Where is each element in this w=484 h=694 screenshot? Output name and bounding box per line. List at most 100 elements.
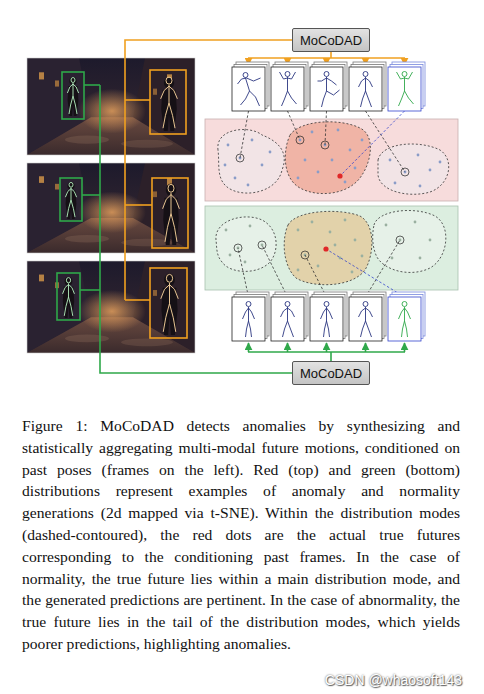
true-future-dot: [337, 173, 342, 178]
sample-dot: [351, 271, 354, 274]
green-wire: [330, 352, 332, 361]
green-wire: [82, 194, 100, 196]
pose-skeleton: [67, 78, 78, 115]
sample-dot: [429, 239, 432, 242]
sample-dot: [311, 221, 314, 224]
pose-skeleton: [65, 182, 76, 217]
green-wire: [80, 289, 100, 291]
pose-skeleton: [359, 302, 373, 338]
video-frame: [27, 163, 195, 253]
pose-card: [310, 297, 343, 341]
video-frame: [27, 58, 195, 155]
sample-dot: [385, 224, 388, 227]
sample-dot: [261, 164, 264, 167]
video-frame: [27, 58, 195, 155]
pose-skeleton: [359, 72, 373, 108]
sample-dot: [317, 171, 320, 174]
person-silhouette: [68, 77, 79, 116]
sample-dot: [334, 244, 337, 247]
pose-skeleton: [238, 72, 414, 338]
sample-dot: [419, 257, 422, 260]
pose-skeleton: [280, 72, 297, 107]
sample-dot: [329, 231, 332, 234]
sample-dot: [251, 139, 254, 142]
anomaly-band: [285, 122, 370, 194]
orange-wire: [125, 40, 405, 300]
embedding-link: [340, 111, 405, 176]
bounding-box: [57, 273, 80, 320]
video-frame: [27, 261, 195, 353]
anomaly-band: [218, 130, 284, 194]
model-box: MoCoDAD: [292, 28, 370, 52]
sample-dot: [389, 159, 392, 162]
pose-skeleton: [318, 72, 340, 108]
pose-skeleton: [161, 77, 178, 128]
person-silhouette: [63, 277, 74, 318]
sample-dot: [247, 184, 250, 187]
model-name: MoCoDAD: [300, 366, 362, 381]
orange-wire: [125, 204, 152, 206]
sample-dot: [361, 139, 364, 142]
sample-dot: [344, 219, 347, 222]
selected-sample: [236, 154, 244, 162]
green-wire: [365, 343, 367, 352]
sample-dot: [391, 257, 394, 260]
anomaly-band: [378, 144, 449, 194]
video-frame: [27, 58, 195, 353]
anomaly-band: [205, 119, 458, 201]
pose-card: [349, 297, 382, 341]
pose-card: [271, 67, 304, 111]
model-name: MoCoDAD: [300, 33, 362, 48]
embedding-link: [238, 111, 405, 297]
embedding-link: [305, 255, 327, 297]
anomaly-band: [284, 211, 372, 284]
sample-dot: [234, 177, 237, 180]
selected-sample: [301, 251, 309, 259]
model-box: MoCoDAD: [292, 361, 370, 385]
pose-card: [388, 67, 421, 111]
selected-sample: [234, 244, 242, 252]
orange-wire: [125, 99, 150, 101]
pose-card: [388, 297, 421, 341]
person-silhouette: [161, 77, 177, 131]
pose-skeleton: [321, 302, 333, 338]
green-wire: [248, 343, 250, 352]
pose-skeleton: [163, 184, 180, 241]
person-silhouette: [161, 274, 177, 335]
pose-card: [232, 297, 265, 341]
pose-skeleton: [161, 274, 179, 331]
person-silhouette: [163, 184, 179, 245]
green-wire: [84, 84, 100, 86]
person-silhouette: [66, 182, 77, 219]
sample-dot: [317, 265, 320, 268]
sample-dot: [394, 182, 397, 185]
pose-skeleton: [243, 302, 255, 338]
embedding-link: [262, 245, 288, 297]
pose-card: [232, 62, 425, 341]
embedding-link: [325, 111, 327, 145]
bounding-box: [60, 178, 82, 221]
sample-dot: [297, 229, 300, 232]
sample-dot: [344, 181, 347, 184]
sample-dot: [225, 219, 432, 274]
green-wire: [326, 343, 328, 352]
embedding-link: [288, 111, 301, 140]
bounding-box: [152, 178, 188, 248]
selected-sample: [396, 236, 404, 244]
selected-sample: [321, 141, 329, 149]
watermark: CSDN @whaosoft143: [325, 672, 462, 688]
sample-dot: [304, 159, 307, 162]
sample-dot: [224, 164, 227, 167]
sample-dot: [311, 131, 314, 134]
bounding-box: [150, 70, 186, 134]
sample-dot: [439, 161, 442, 164]
green-wire: [404, 343, 406, 352]
pose-skeleton: [238, 73, 261, 107]
anomaly-band: [205, 119, 458, 201]
sample-dot: [337, 129, 340, 132]
anomaly-band: [373, 210, 446, 272]
embedding-link: [240, 111, 249, 158]
sample-dot: [244, 261, 247, 264]
